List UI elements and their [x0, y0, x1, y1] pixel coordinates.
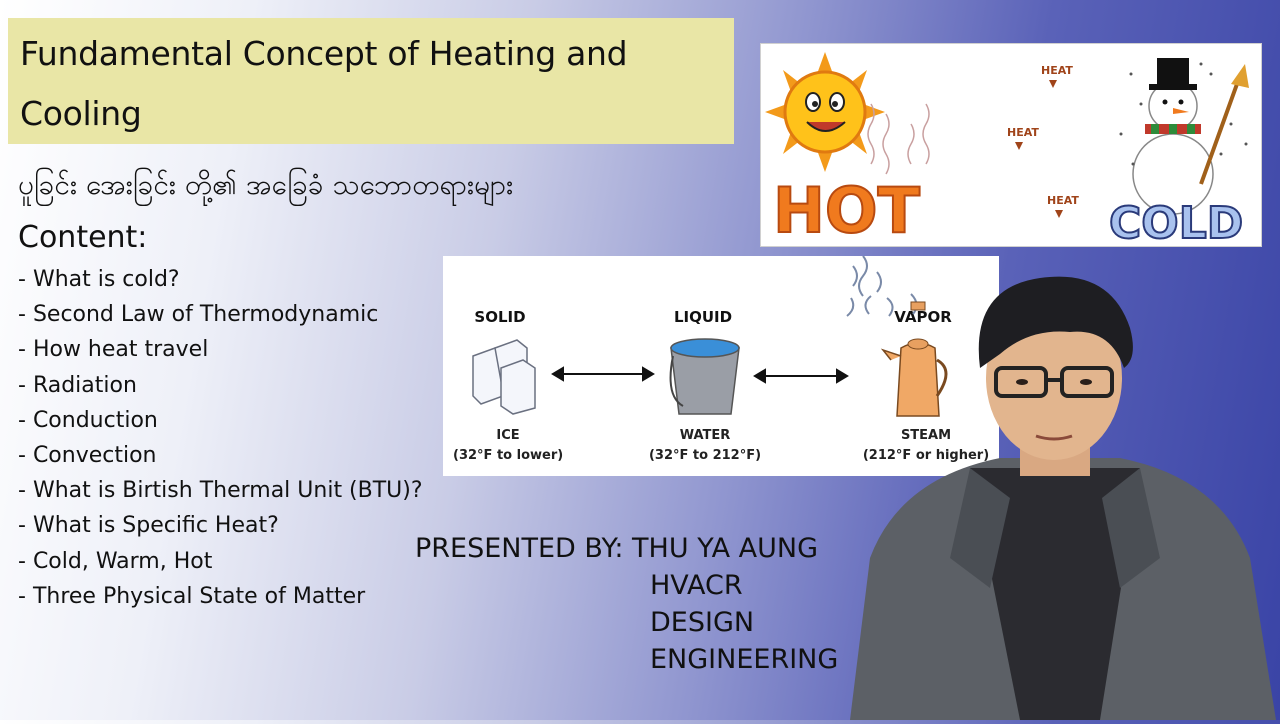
heat-label-2: HEAT [1007, 126, 1039, 139]
content-item: Second Law of Thermodynamic [18, 299, 423, 334]
hot-cold-illustration: HOT HEAT HEAT HEAT [760, 43, 1262, 247]
states-svg [472, 256, 948, 417]
content-item: Three Physical State of Matter [18, 581, 423, 616]
heat-label-3: HEAT [1047, 194, 1079, 207]
content-item: What is Specific Heat? [18, 510, 423, 545]
water-name: WATER [679, 428, 731, 443]
ice-cubes-icon [472, 339, 536, 415]
hot-label: HOT [773, 174, 920, 246]
ice-name: ICE [496, 428, 520, 443]
states-of-matter-diagram: SOLID LIQUID VAPOR [443, 256, 999, 476]
content-list: What is cold? Second Law of Thermodynami… [18, 264, 423, 616]
water-bucket-icon [669, 338, 740, 415]
arrow-icon [551, 366, 849, 384]
presenter-block: PRESENTED BY: THU YA AUNG HVACR DESIGN E… [415, 530, 838, 675]
steam-range: (212°F or higher) [862, 448, 990, 463]
content-item: Convection [18, 440, 423, 475]
presenter-line: PRESENTED BY: THU YA AUNG [415, 533, 818, 564]
cold-label: COLD [1109, 198, 1243, 246]
steam-kettle-icon [846, 256, 948, 417]
presenter-photo [840, 258, 1280, 720]
snowman-icon [1132, 58, 1249, 215]
content-item: Cold, Warm, Hot [18, 546, 423, 581]
sun-icon [765, 52, 885, 172]
content-item: Conduction [18, 405, 423, 440]
liquid-label: LIQUID [673, 308, 733, 326]
presenter-role: DESIGN [650, 607, 755, 638]
hot-cold-svg: HOT HEAT HEAT HEAT [765, 52, 1249, 246]
content-heading: Content: [18, 220, 148, 255]
title-box: Fundamental Concept of Heating and Cooli… [8, 18, 734, 144]
steam-name: STEAM [900, 428, 952, 443]
water-range: (32°F to 212°F) [648, 448, 762, 463]
presenter-role: ENGINEERING [650, 644, 839, 675]
vapor-label: VAPOR [894, 308, 952, 326]
presenter-role: HVACR [650, 570, 743, 601]
content-item: Radiation [18, 370, 423, 405]
burmese-subtitle: ပူခြင်း အေးခြင်း တို့၏ အခြေခံ သဘောတရားမျ… [18, 168, 514, 201]
content-item: How heat travel [18, 334, 423, 369]
title-line-2: Cooling [20, 94, 142, 133]
ice-range: (32°F to lower) [453, 448, 564, 463]
content-item: What is cold? [18, 264, 423, 299]
solid-label: SOLID [474, 308, 526, 326]
heat-label-1: HEAT [1041, 64, 1073, 77]
content-item: What is Birtish Thermal Unit (BTU)? [18, 475, 423, 510]
presenter-photo-svg [850, 276, 1276, 720]
title-line-1: Fundamental Concept of Heating and [20, 34, 628, 73]
